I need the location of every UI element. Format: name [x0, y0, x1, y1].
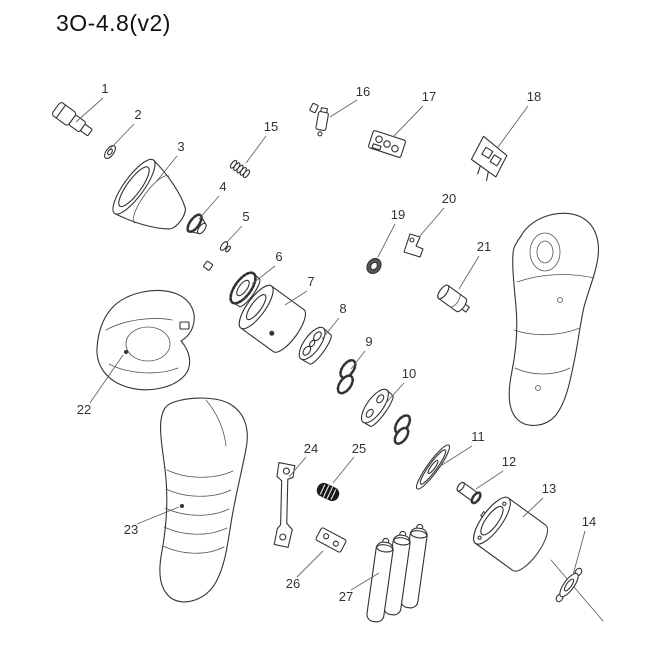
part-leader-17 — [392, 105, 424, 138]
part-23-drawing — [159, 397, 248, 603]
part-label-2: 2 — [134, 107, 141, 122]
part-leader-19 — [377, 223, 396, 258]
part-label-19: 19 — [391, 207, 405, 222]
part-leader-27 — [350, 572, 380, 591]
part-label-13: 13 — [542, 481, 556, 496]
part-8-drawing — [298, 326, 332, 365]
part-leader-7 — [284, 290, 308, 306]
part-labels: 1 2 3 4 5 6 7 8 9 10 11 12 13 14 15 16 1… — [77, 81, 596, 604]
diagram-title: 3O-4.8(v2) — [56, 10, 171, 36]
part-leader-18 — [497, 105, 529, 148]
part-label-14: 14 — [582, 514, 596, 529]
part-25-drawing — [316, 482, 340, 502]
part-label-1: 1 — [101, 81, 108, 96]
part-10-drawing — [360, 388, 412, 445]
part-label-25: 25 — [352, 441, 366, 456]
part-27-drawing — [366, 523, 428, 623]
part-12-drawing — [456, 481, 482, 505]
part-leader-11 — [441, 445, 473, 466]
part-leader-20 — [418, 207, 445, 238]
part-leader-13 — [522, 497, 544, 518]
part-4-drawing — [186, 213, 207, 235]
part-16-drawing — [309, 102, 329, 137]
part-label-17: 17 — [422, 89, 436, 104]
part-13-drawing — [473, 496, 549, 572]
part-24-drawing — [273, 461, 296, 548]
part-leader-25 — [332, 456, 355, 484]
part-leader-10 — [384, 382, 405, 405]
part-label-21: 21 — [477, 239, 491, 254]
part-leader-9 — [350, 350, 366, 370]
part-label-15: 15 — [264, 119, 278, 134]
part-label-27: 27 — [339, 589, 353, 604]
part-leader-6 — [251, 265, 276, 285]
part-5-drawing — [203, 241, 231, 271]
part-leader-8 — [321, 317, 340, 340]
part-20-drawing — [403, 233, 424, 258]
part-label-23: 23 — [124, 522, 138, 537]
part-2-drawing — [104, 144, 116, 160]
part-17-drawing — [368, 130, 406, 158]
part-leader-4 — [198, 195, 220, 220]
part-label-12: 12 — [502, 454, 516, 469]
part-leader-26 — [296, 550, 324, 578]
part-22-drawing — [96, 289, 195, 391]
part-leader-1 — [75, 97, 104, 123]
part-14-drawing — [550, 559, 604, 622]
part-label-16: 16 — [356, 84, 370, 99]
part-18-drawing — [470, 135, 508, 182]
part-label-18: 18 — [527, 89, 541, 104]
part-leader-24 — [288, 456, 307, 478]
part-leader-2 — [109, 123, 135, 150]
part-label-20: 20 — [442, 191, 456, 206]
part-21-drawing — [437, 284, 470, 313]
part-label-8: 8 — [339, 301, 346, 316]
part-leader-15 — [245, 135, 267, 164]
part-label-9: 9 — [365, 334, 372, 349]
part-leader-3 — [155, 155, 178, 183]
part-leader-22 — [89, 354, 124, 404]
part-26-drawing — [315, 527, 347, 553]
part-leader-12 — [475, 470, 504, 490]
part-leader-23 — [136, 506, 180, 525]
part-3-drawing — [112, 158, 186, 230]
right-housing-drawing — [508, 212, 599, 426]
part-19-drawing — [366, 257, 382, 275]
part-label-10: 10 — [402, 366, 416, 381]
part-label-11: 11 — [471, 429, 485, 444]
part-label-3: 3 — [177, 139, 184, 154]
part-15-drawing — [229, 159, 251, 179]
part-label-7: 7 — [307, 274, 314, 289]
leader-lines — [75, 97, 586, 591]
part-11-drawing — [415, 444, 451, 490]
part-leader-16 — [329, 99, 358, 118]
part-label-5: 5 — [242, 209, 249, 224]
part-6-drawing — [229, 271, 261, 308]
part-9-drawing — [336, 358, 357, 395]
part-label-4: 4 — [219, 179, 226, 194]
part-leader-14 — [572, 530, 586, 576]
part-leader-5 — [225, 225, 243, 244]
part-label-6: 6 — [275, 249, 282, 264]
part-1-drawing — [51, 102, 93, 137]
part-label-24: 24 — [304, 441, 318, 456]
part-label-26: 26 — [286, 576, 300, 591]
part-label-22: 22 — [77, 402, 91, 417]
part-leader-21 — [458, 255, 480, 290]
